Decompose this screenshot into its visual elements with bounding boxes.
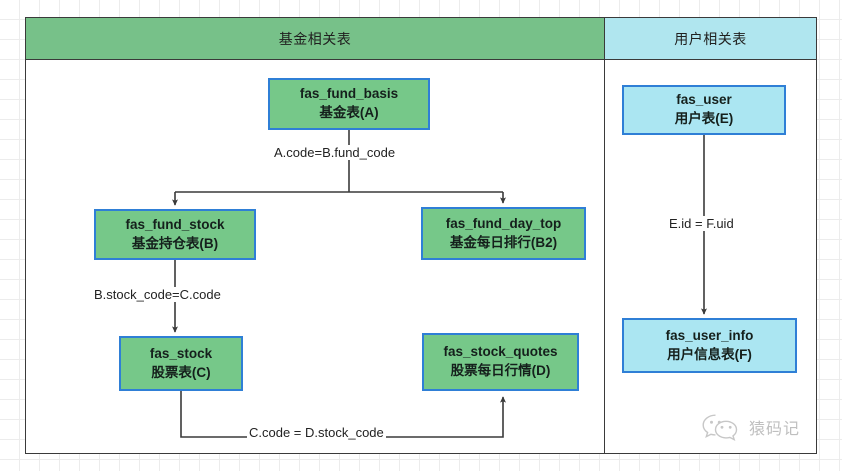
watermark-text: 猿码记 [749, 419, 801, 438]
node-table-name: fas_user [676, 92, 732, 108]
node-table-label: 股票每日行情(D) [450, 363, 551, 378]
wechat-icon [702, 414, 738, 441]
edge-label-e-to-f: E.id = F.uid [667, 216, 736, 231]
node-fas-user-info[interactable]: fas_user_info 用户信息表(F) [622, 318, 797, 373]
panel-fund-tables-header: 基金相关表 [25, 17, 605, 60]
edge-label-c-to-d: C.code = D.stock_code [247, 425, 386, 440]
node-fas-user[interactable]: fas_user 用户表(E) [622, 85, 786, 135]
node-fas-stock-quotes[interactable]: fas_stock_quotes 股票每日行情(D) [422, 333, 579, 391]
node-table-name: fas_stock_quotes [443, 344, 558, 360]
node-table-label: 基金持仓表(B) [131, 235, 219, 251]
node-table-label: 基金表(A) [319, 105, 379, 120]
node-fas-fund-stock[interactable]: fas_fund_stock 基金持仓表(B) [94, 209, 256, 260]
node-table-name: fas_fund_basis [299, 86, 399, 102]
panel-user-tables-header: 用户相关表 [604, 17, 817, 60]
node-fas-fund-day-top[interactable]: fas_fund_day_top 基金每日排行(B2) [421, 207, 586, 260]
node-fas-fund-basis[interactable]: fas_fund_basis 基金表(A) [268, 78, 430, 130]
node-table-name: fas_fund_stock [125, 216, 225, 232]
edge-label-b-to-c: B.stock_code=C.code [92, 287, 223, 302]
node-table-label: 用户信息表(F) [667, 346, 752, 362]
watermark: 猿码记 [700, 412, 800, 442]
node-fas-stock[interactable]: fas_stock 股票表(C) [119, 336, 243, 391]
node-table-label: 用户表(E) [674, 111, 734, 126]
edge-label-a-to-b: A.code=B.fund_code [272, 145, 398, 160]
node-table-label: 基金每日排行(B2) [449, 234, 558, 250]
node-table-label: 股票表(C) [151, 364, 211, 380]
node-table-name: fas_stock [149, 345, 213, 361]
node-table-name: fas_user_info [665, 327, 754, 343]
panel-user-tables [604, 17, 817, 454]
node-table-name: fas_fund_day_top [445, 215, 562, 231]
